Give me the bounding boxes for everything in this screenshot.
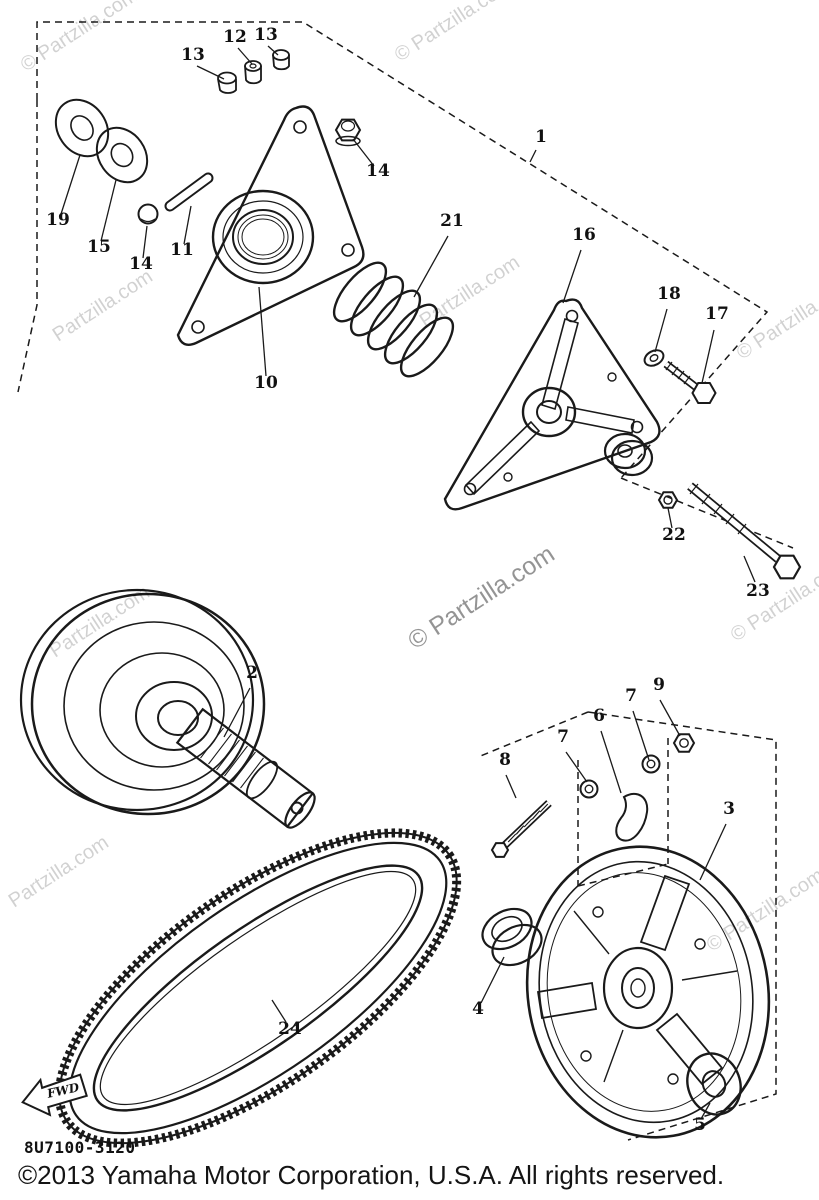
callout-3: 3 [723,799,735,819]
callout-15: 15 [87,237,111,257]
callout-2: 2 [246,663,258,683]
callout-9: 9 [653,675,665,695]
washer-7a-drawing [579,779,599,799]
watermark-text: Partzilla.com [5,831,113,912]
nut-13a-drawing [217,71,237,94]
primary-sliding-sheave-3-drawing [525,845,771,1139]
copyright-line: ©2013 Yamaha Motor Corporation, U.S.A. A… [18,1160,725,1190]
callout-21: 21 [440,211,464,231]
callout-8: 8 [499,750,511,770]
fwd-label: FWD [45,1080,81,1101]
pin-11-drawing [164,172,214,212]
callout-5: 5 [694,1115,706,1135]
spider-assembly-16-drawing [443,298,661,511]
callout-16: 16 [572,225,596,245]
callout-6: 6 [593,706,605,726]
fwd-arrow: FWD [21,1073,88,1117]
washer-15-drawing [95,126,149,184]
washer-19-drawing [54,98,110,158]
primary-fixed-sheave-2-drawing [19,588,316,829]
callout-19: 19 [46,210,70,230]
callout-24: 24 [278,1019,302,1039]
bolt-8-drawing [490,800,552,858]
callout-13: 13 [181,45,205,65]
callout-11: 11 [170,240,194,260]
flange-nut-14-drawing [334,118,362,147]
nut-13b-drawing [272,49,290,71]
watermark-text: © Partzilla.com [403,540,560,655]
watermark-text: © Partzilla.com [391,0,516,66]
v-belt-24-drawing [54,828,462,1148]
watermark-text: © Partzilla.com [17,0,142,76]
washer-18-drawing [643,349,665,367]
leader-lines [60,45,756,1120]
callout-14: 14 [366,161,390,181]
watermark-text: Partzilla.com [46,581,154,662]
bolt-23-drawing [687,482,802,580]
exploded-diagram-svg: © Partzilla.com © Partzilla.com Partzill… [5,0,819,1148]
diagram-part-code: 8U7100-3120 [24,1138,136,1157]
callout-1: 1 [535,127,547,147]
callout-23: 23 [746,581,770,601]
callout-14: 14 [129,254,153,274]
bushing-4-drawing [481,907,543,967]
nut-9-drawing [672,733,696,753]
washer-5-drawing [686,1052,742,1116]
spacer-12-drawing [244,60,262,85]
callout-13: 13 [254,25,278,45]
plug-14-drawing [137,203,159,225]
callout-labels: 13 12 13 14 1 19 15 14 11 10 21 16 18 17… [46,25,770,1135]
watermark-text: © Partzilla.com [703,864,819,956]
callout-17: 17 [705,304,729,324]
callout-7: 7 [557,727,569,747]
dashed-boundaries [17,21,794,1141]
callout-4: 4 [472,999,484,1019]
spider-assembly-10-drawing [176,105,365,346]
callout-18: 18 [657,284,681,304]
nut-22-drawing [657,491,679,509]
roller-disc-drawing [603,432,654,477]
callout-12: 12 [223,27,247,47]
bolt-17-drawing [663,360,717,404]
weight-6-drawing [615,792,649,842]
watermark-text: © Partzilla.com [727,554,819,646]
callout-10: 10 [254,373,278,393]
callout-7: 7 [625,686,637,706]
callout-22: 22 [662,525,686,545]
watermark-text: © Partzilla.com [733,272,819,364]
watermark-text: Partzilla.com [49,265,157,346]
washer-7b-drawing [641,754,661,774]
